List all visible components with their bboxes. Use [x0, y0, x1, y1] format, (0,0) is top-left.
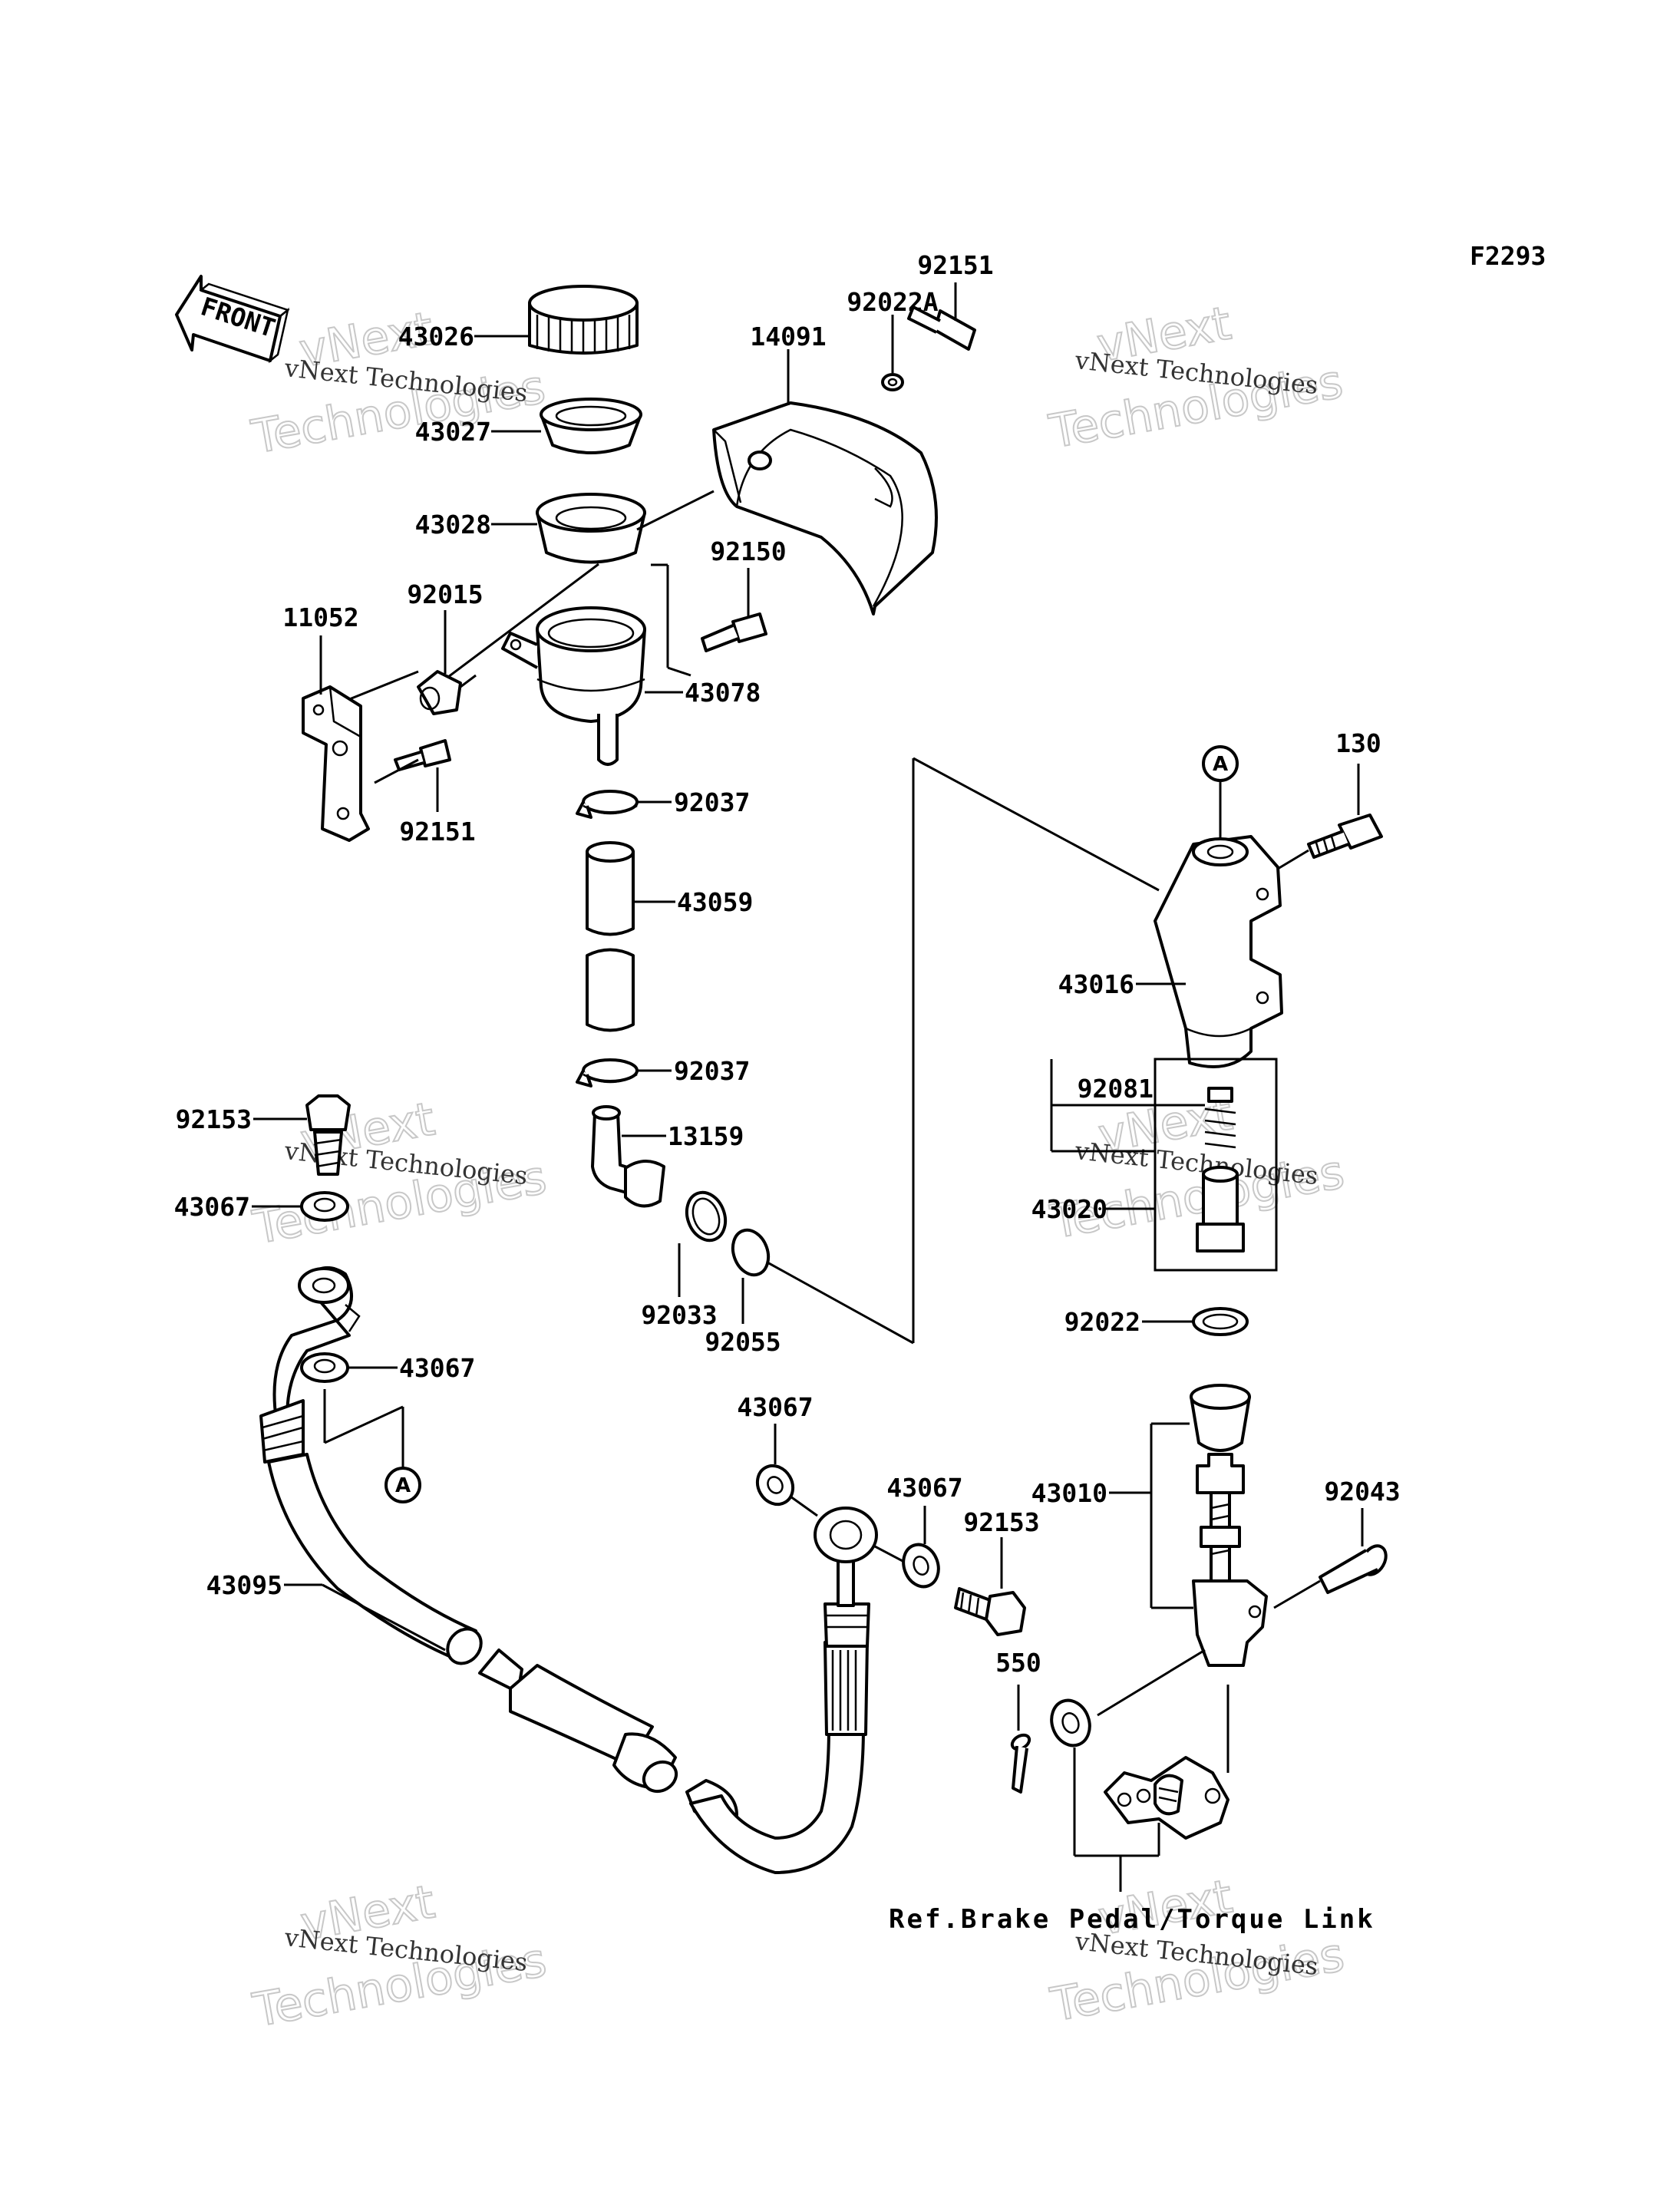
label-92033: 92033 — [641, 1300, 717, 1330]
callout-a-right: A — [1202, 745, 1239, 782]
label-11052: 11052 — [282, 602, 358, 632]
label-92153-left: 92153 — [176, 1104, 252, 1134]
label-43010: 43010 — [1031, 1478, 1107, 1508]
hose-elbow-icon — [591, 1105, 665, 1208]
washer-icon — [1050, 1698, 1091, 1748]
label-43067-b: 43067 — [399, 1353, 475, 1383]
front-arrow-icon: FRONT — [175, 275, 290, 364]
label-43016: 43016 — [1058, 969, 1134, 999]
figure-code: F2293 — [1470, 241, 1546, 271]
label-43095: 43095 — [206, 1570, 282, 1600]
label-43027: 43027 — [415, 417, 491, 447]
diaphragm-plate-icon — [536, 493, 646, 564]
brake-hose-icon — [259, 1266, 878, 1874]
fluid-reservoir-icon — [501, 606, 646, 766]
label-43026: 43026 — [398, 322, 474, 351]
washer-icon — [881, 373, 904, 391]
bolt-icon — [1307, 814, 1383, 859]
bolt-icon — [394, 739, 451, 771]
push-rod-icon — [1190, 1384, 1268, 1667]
label-13159: 13159 — [668, 1121, 744, 1151]
master-cylinder-icon — [1154, 835, 1283, 1068]
torque-link-icon — [1104, 1756, 1229, 1840]
piston-icon — [1196, 1166, 1245, 1252]
cotter-pin-icon — [1010, 1733, 1031, 1794]
label-92055: 92055 — [705, 1327, 781, 1357]
label-43059: 43059 — [677, 887, 753, 917]
circlip-icon — [1192, 1307, 1249, 1336]
banjo-bolt-icon — [305, 1094, 351, 1176]
reservoir-cap-icon — [528, 285, 639, 355]
bolt-icon — [907, 305, 976, 351]
piston-kit-frame — [1154, 1058, 1278, 1272]
label-92151-top: 92151 — [917, 250, 993, 280]
label-14091: 14091 — [750, 322, 826, 351]
label-43020: 43020 — [1031, 1194, 1107, 1224]
label-92081: 92081 — [1078, 1074, 1154, 1104]
reservoir-guard-icon — [712, 401, 938, 616]
washer-icon — [300, 1352, 349, 1383]
label-550: 550 — [995, 1648, 1041, 1678]
label-92153-right: 92153 — [963, 1507, 1039, 1537]
label-92043: 92043 — [1324, 1477, 1400, 1507]
label-43067-c: 43067 — [737, 1392, 813, 1422]
grommet-icon — [417, 670, 462, 715]
label-92151-bottom: 92151 — [399, 817, 475, 847]
callout-a-left: A — [385, 1467, 421, 1503]
label-92037-top: 92037 — [674, 787, 750, 817]
hose-clamp-icon — [576, 1058, 639, 1087]
reservoir-hose-icon — [586, 841, 635, 1032]
label-92037-bottom: 92037 — [674, 1056, 750, 1086]
hose-clamp-icon — [576, 790, 639, 819]
banjo-bolt-icon — [954, 1587, 1026, 1636]
label-92150: 92150 — [710, 536, 786, 566]
label-92015: 92015 — [407, 579, 483, 609]
diaphragm-icon — [540, 398, 642, 454]
washer-icon — [755, 1464, 795, 1507]
clevis-pin-icon — [1319, 1544, 1388, 1594]
label-43067-d: 43067 — [886, 1473, 962, 1503]
svg-text:A: A — [1213, 753, 1228, 776]
bracket-icon — [302, 685, 370, 842]
circlip-icon — [685, 1190, 728, 1243]
bolt-icon — [701, 612, 767, 652]
label-130: 130 — [1335, 728, 1381, 758]
label-43078: 43078 — [685, 678, 761, 708]
washer-icon — [902, 1543, 940, 1589]
svg-text:A: A — [395, 1474, 411, 1497]
spring-icon — [1204, 1087, 1236, 1149]
reference-note: Ref.Brake Pedal/Torque Link — [889, 1904, 1375, 1935]
label-43067-a: 43067 — [174, 1192, 250, 1222]
label-92022: 92022 — [1064, 1307, 1140, 1337]
label-43028: 43028 — [415, 510, 491, 540]
o-ring-icon — [731, 1228, 771, 1277]
washer-icon — [300, 1191, 349, 1222]
